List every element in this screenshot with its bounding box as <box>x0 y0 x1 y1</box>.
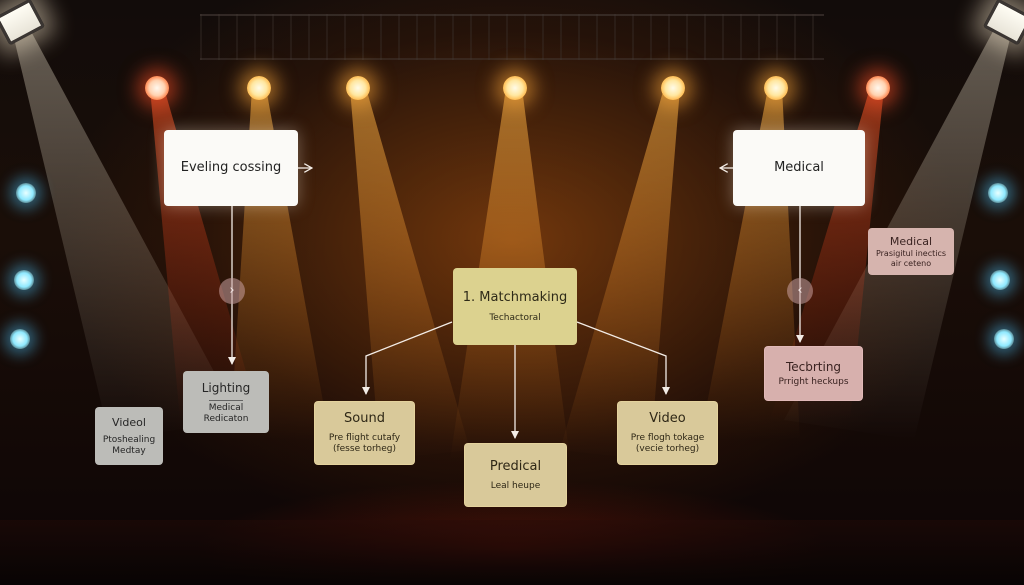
chevron-right-icon[interactable]: › <box>219 278 245 304</box>
side-light-icon <box>994 329 1014 349</box>
node-divider <box>209 399 243 401</box>
node-subtitle: Medical Redicaton <box>203 402 249 424</box>
beam <box>350 88 470 460</box>
side-light-icon <box>990 270 1010 290</box>
node-evening-crossing[interactable]: Eveling cossing <box>164 130 298 206</box>
node-subtitle: Prasigitul inectics air ceteno <box>875 248 947 268</box>
node-predical[interactable]: Predical Leal heupe <box>464 443 567 507</box>
side-light-icon <box>16 183 36 203</box>
connector-line <box>576 321 670 395</box>
node-medical-side[interactable]: Medical Prasigitul inectics air ceteno <box>868 228 954 275</box>
node-medical-top[interactable]: Medical <box>733 130 865 206</box>
chevron-left-icon[interactable]: ‹ <box>787 278 813 304</box>
node-title: Video <box>649 411 686 426</box>
node-teching[interactable]: Tecbrting Prright heckups <box>764 346 863 401</box>
node-lighting[interactable]: Lighting Medical Redicaton <box>183 371 269 433</box>
stage-floor <box>0 520 1024 585</box>
node-video[interactable]: Video Pre flogh tokage (vecie torheg) <box>617 401 718 465</box>
node-title: Eveling cossing <box>180 160 282 175</box>
node-title: Medical <box>774 160 824 175</box>
spotlight-icon <box>503 76 527 100</box>
node-title: Videol <box>112 416 146 429</box>
node-title: Tecbrting <box>785 360 842 374</box>
node-title: Lighting <box>201 380 251 395</box>
node-title: Sound <box>344 411 385 426</box>
spotlight-icon <box>866 76 890 100</box>
side-light-icon <box>988 183 1008 203</box>
node-subtitle: Ptoshealing Medtay <box>102 435 156 456</box>
spotlight-icon <box>346 76 370 100</box>
node-sound[interactable]: Sound Pre flight cutafy (fesse torheg) <box>314 401 415 465</box>
node-subtitle: Pre flight cutafy (fesse torheg) <box>328 433 401 454</box>
spotlight-icon <box>145 76 169 100</box>
node-videol[interactable]: Videol Ptoshealing Medtay <box>95 407 163 465</box>
node-title: Predical <box>489 458 542 474</box>
node-title: 1. Matchmaking <box>462 289 568 305</box>
node-subtitle: Pre flogh tokage (vecie torheg) <box>630 433 705 454</box>
node-title: Medical <box>889 234 933 248</box>
node-subtitle: Prright heckups <box>778 377 849 387</box>
node-subtitle: Leal heupe <box>490 480 541 491</box>
lighting-truss <box>200 14 824 60</box>
spotlight-icon <box>247 76 271 100</box>
spotlight-icon <box>661 76 685 100</box>
side-light-icon <box>10 329 30 349</box>
side-light-icon <box>14 270 34 290</box>
node-subtitle: Techactoral <box>489 312 541 323</box>
spotlight-icon <box>764 76 788 100</box>
beam <box>560 88 680 460</box>
connector-line <box>362 321 453 395</box>
node-matchmaking[interactable]: 1. Matchmaking Techactoral <box>453 268 577 345</box>
